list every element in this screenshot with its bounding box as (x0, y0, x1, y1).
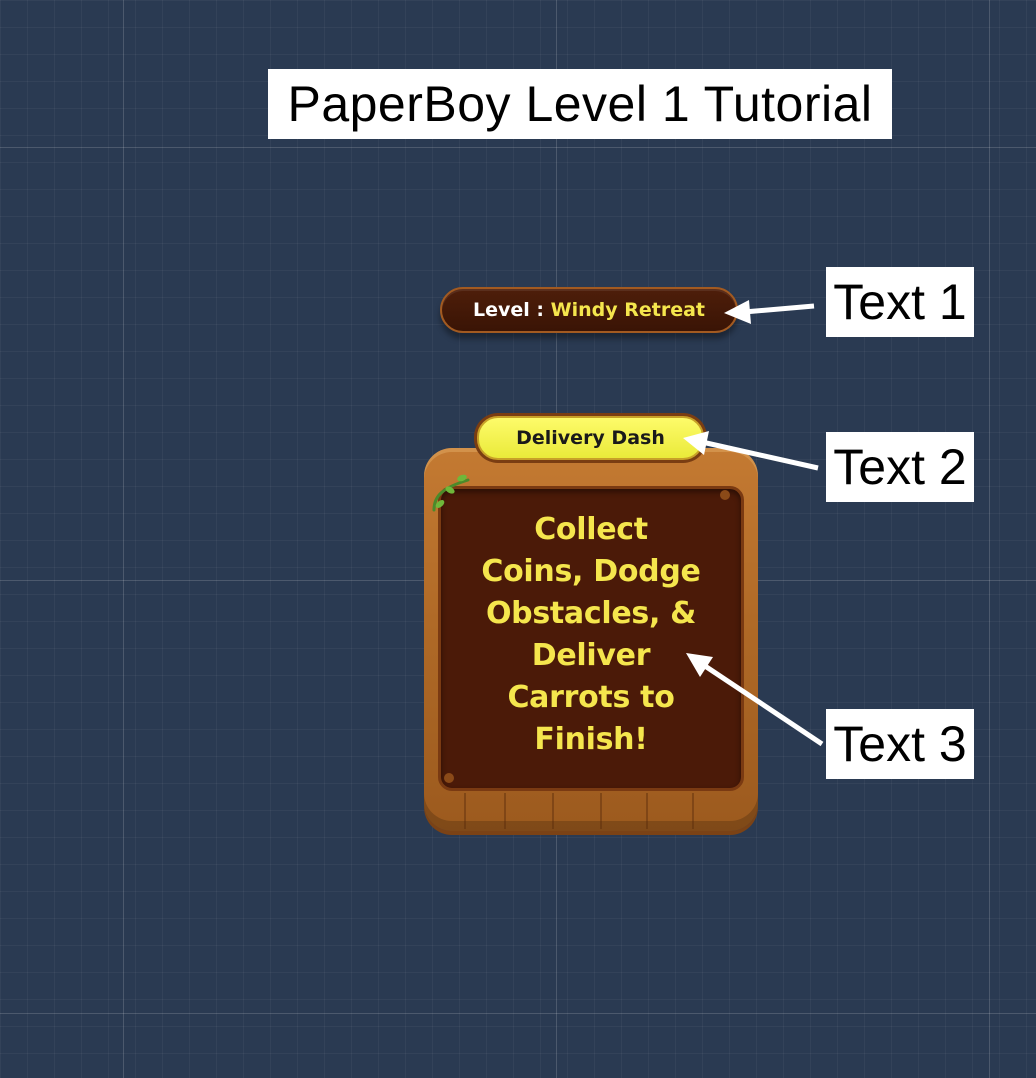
wooden-board-panel: Collect Coins, Dodge Obstacles, & Delive… (424, 448, 758, 831)
plank-line (692, 793, 694, 829)
nail-icon (720, 490, 730, 500)
plank-line (552, 793, 554, 829)
arrow-icon (683, 431, 819, 471)
annotation-text-3: Text 3 (826, 709, 974, 779)
level-bar: Level : Windy Retreat (440, 287, 738, 333)
grid-line (0, 147, 1036, 148)
plank-line (646, 793, 648, 829)
nail-icon (444, 773, 454, 783)
vine-icon (432, 474, 470, 512)
grid-line (123, 0, 124, 1078)
board-body-text: Collect Coins, Dodge Obstacles, & Delive… (481, 512, 701, 757)
grid-line (989, 0, 990, 1078)
level-value: Windy Retreat (550, 299, 705, 321)
arrow-icon (724, 300, 815, 324)
grid-line (0, 1013, 1036, 1014)
page-title: PaperBoy Level 1 Tutorial (268, 69, 892, 139)
plank-line (504, 793, 506, 829)
level-label: Level : (473, 299, 551, 321)
plank-line (600, 793, 602, 829)
board-content-area: Collect Coins, Dodge Obstacles, & Delive… (438, 486, 744, 791)
plank-line (464, 793, 466, 829)
annotation-text-1: Text 1 (826, 267, 974, 337)
annotation-text-2: Text 2 (826, 432, 974, 502)
header-banner: Delivery Dash (474, 413, 707, 463)
arrow-icon (686, 653, 824, 747)
header-label: Delivery Dash (477, 416, 704, 460)
